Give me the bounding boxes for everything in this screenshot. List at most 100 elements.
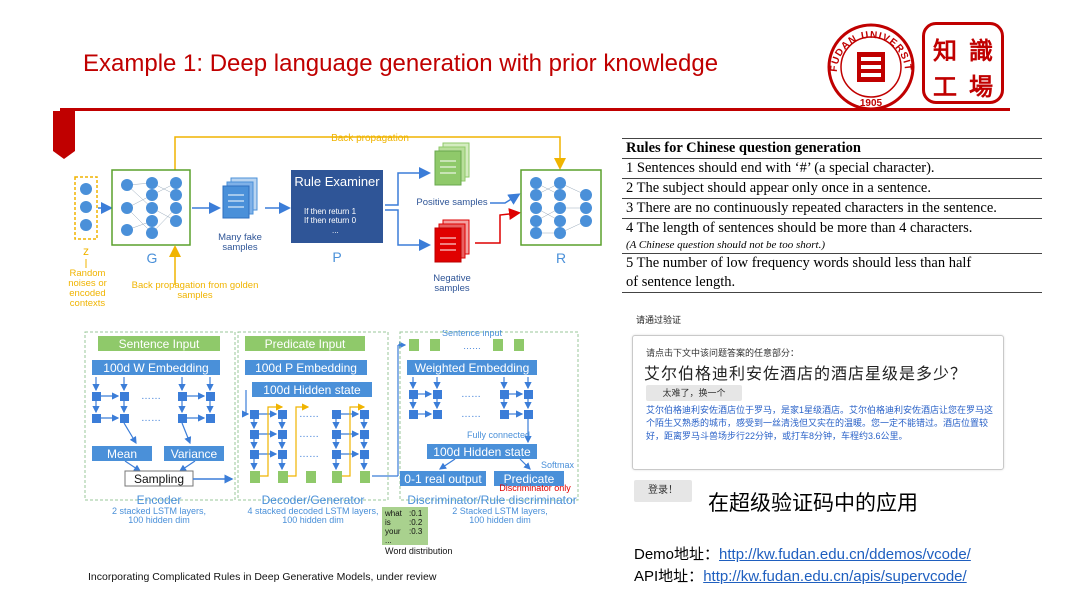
discriminator-desc-2: 100 hidden dim — [469, 515, 531, 525]
rule-row-4-note: (A Chinese question should not be too sh… — [622, 238, 1042, 254]
captcha-header-label: 请通过验证 — [636, 315, 682, 325]
r-label: R — [556, 250, 566, 266]
decoder-hidden: 100d Hidden state — [263, 383, 361, 397]
real-output-label: 0-1 real output — [404, 472, 482, 486]
z-description: Random noises or encoded contexts — [68, 269, 107, 309]
positive-samples-label: Positive samples — [416, 197, 488, 208]
rule-row-1: 1 Sentences should end with ‘#’ (a speci… — [622, 159, 1042, 179]
captcha-passage[interactable]: 艾尔伯格迪利安佐酒店位于罗马，是家1星级酒店。艾尔伯格迪利安佐酒店让您在罗马这个… — [646, 405, 994, 441]
svg-text:……: …… — [461, 389, 481, 400]
fudan-university-logo: FUDAN UNIVERSITY 1905 — [826, 22, 915, 111]
rule-row-3: 3 There are no continuously repeated cha… — [622, 199, 1042, 219]
word-dist-word-1: what — [384, 509, 403, 518]
encoder-embedding: 100d W Embedding — [103, 361, 208, 375]
decoder-input: Predicate Input — [265, 337, 346, 351]
fully-connected-label: Fully connected — [467, 430, 530, 440]
encoder-variance: Variance — [171, 447, 218, 461]
rule-examiner-line-2: If then return 0 — [304, 216, 357, 225]
word-dist-p-3: :0.3 — [409, 527, 423, 536]
slide-title: Example 1: Deep language generation with… — [83, 50, 719, 77]
architecture-diagram: Sentence Input 100d W Embedding …… …… Me… — [84, 330, 579, 556]
discriminator-desc-1: 2 Stacked LSTM layers, — [452, 506, 548, 516]
word-dist-word-4: ... — [385, 536, 392, 545]
negative-samples-label: Negative samples — [433, 274, 471, 294]
svg-text:……: …… — [461, 409, 481, 420]
captcha-panel — [632, 335, 1004, 470]
encoder-desc-2: 100 hidden dim — [128, 515, 190, 525]
encoder-input: Sentence Input — [119, 337, 200, 351]
logo-char-1: 知 — [933, 36, 957, 65]
rule-row-4: 4 The length of sentences should be more… — [626, 220, 973, 236]
svg-text:……: …… — [299, 429, 319, 440]
encoder-mean: Mean — [107, 447, 137, 461]
discriminator-input: Sentence input — [442, 330, 503, 338]
logo-char-3: 工 — [933, 72, 957, 101]
captcha-question: 艾尔伯格迪利安佐酒店的酒店星级是多少？ — [644, 364, 968, 383]
word-dist-p-2: :0.2 — [409, 518, 423, 527]
red-ribbon-tab — [53, 111, 75, 159]
rule-examiner-title: Rule Examiner — [294, 175, 380, 189]
rule-row-2: 2 The subject should appear only once in… — [622, 179, 1042, 199]
encoder-panel — [84, 331, 236, 501]
predicate-output-label: Predicate — [504, 472, 555, 486]
encoder-title: Encoder — [137, 493, 182, 507]
positive-samples-document-icon — [434, 142, 470, 186]
logo-year: 1905 — [860, 98, 883, 109]
decoder-embedding: 100d P Embedding — [255, 361, 357, 375]
decoder-title: Decoder/Generator — [262, 493, 365, 507]
rule-row-5-line-1: 5 The number of low frequency words shou… — [626, 255, 972, 271]
back-prop-top-label: Back propagation — [331, 133, 409, 144]
word-distribution-box — [382, 507, 428, 545]
g-label: G — [147, 250, 158, 266]
discriminator-panel — [399, 331, 579, 501]
api-link-line: API地址：http://kw.fudan.edu.cn/apis/superv… — [634, 565, 967, 586]
fake-samples-label: Many fake samples — [218, 233, 262, 253]
rules-table: Rules for Chinese question generation 1 … — [622, 138, 1042, 293]
softmax-label: Softmax — [541, 460, 575, 470]
decoder-panel — [237, 331, 389, 501]
decoder-desc-1: 4 stacked decoded LSTM layers, — [247, 506, 378, 516]
encoder-sampling: Sampling — [134, 472, 184, 486]
logo-char-2: 識 — [969, 36, 993, 65]
word-dist-p-1: :0.1 — [409, 509, 423, 518]
zhishi-gongchang-logo: 知 識 工 場 — [922, 22, 1004, 104]
discriminator-embedding: Weighted Embedding — [415, 361, 530, 375]
login-button[interactable]: 登录！ — [634, 480, 692, 502]
demo-link-line: Demo地址：http://kw.fudan.edu.cn/ddemos/vco… — [634, 543, 971, 564]
discriminator-title: Discriminator/Rule discriminator — [407, 493, 576, 507]
title-underline — [60, 108, 1010, 111]
discriminator-hidden: 100d Hidden state — [433, 445, 531, 459]
p-label: P — [332, 249, 341, 265]
api-link[interactable]: http://kw.fudan.edu.cn/apis/supervcode/ — [703, 568, 967, 585]
api-label: API地址： — [634, 568, 704, 585]
demo-label: Demo地址： — [634, 546, 720, 563]
svg-text:……: …… — [299, 409, 319, 420]
negative-samples-document-icon — [434, 219, 470, 263]
discriminator-only-label: Discriminator only — [499, 483, 571, 493]
word-dist-title: Word distribution — [385, 546, 452, 556]
word-dist-word-3: your — [385, 527, 401, 536]
svg-text:……: …… — [463, 341, 481, 351]
svg-text:……: …… — [141, 391, 161, 402]
rule-row-5-line-2: of sentence length. — [622, 273, 1042, 293]
encoder-desc-1: 2 stacked LSTM layers, — [112, 506, 206, 516]
logo-char-4: 場 — [969, 72, 993, 101]
demo-link[interactable]: http://kw.fudan.edu.cn/ddemos/vcode/ — [719, 546, 971, 563]
svg-text:……: …… — [299, 449, 319, 460]
rule-examiner-line-3: ... — [332, 226, 339, 235]
rules-table-header: Rules for Chinese question generation — [622, 138, 1042, 159]
captcha-prompt: 请点击下文中该问题答案的任意部分： — [646, 348, 800, 358]
svg-text:……: …… — [141, 413, 161, 424]
rule-examiner-line-1: If then return 1 — [304, 207, 357, 216]
rule-examiner-box — [291, 170, 383, 243]
fake-samples-document-icon — [222, 177, 258, 219]
application-caption: 在超级验证码中的应用 — [708, 492, 918, 515]
back-prop-top-arrow — [174, 136, 566, 175]
back-prop-bottom-label: Back propagation from golden samples — [131, 281, 259, 301]
gan-pipeline-diagram: Back propagation z Random noises or enco… — [68, 133, 602, 309]
z-label: z — [83, 244, 89, 258]
word-dist-word-2: is — [385, 518, 391, 527]
slide-footer: Incorporating Complicated Rules in Deep … — [88, 571, 437, 583]
decoder-desc-2: 100 hidden dim — [282, 515, 344, 525]
captcha-refresh-button[interactable]: 太难了，换一个 — [646, 385, 742, 401]
